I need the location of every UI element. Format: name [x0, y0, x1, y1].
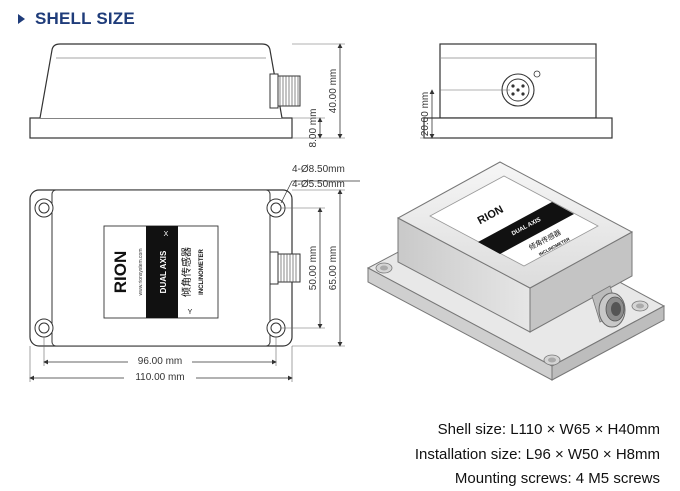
section-title: SHELL SIZE [35, 9, 135, 28]
top-view-connector [277, 253, 301, 283]
product-cn-text: 倾角传感器 [180, 247, 193, 297]
dim-hole-pitch-l: 96.00 mm [138, 356, 182, 367]
dim-length-total: 110.00 mm [135, 372, 184, 383]
side-view-base [29, 117, 293, 139]
website-text: www.rionsystem.com [138, 249, 144, 296]
side-view-body [39, 43, 283, 119]
end-view: 20.00 mm [420, 43, 613, 139]
dim-hole-pitch-h: 50.00 mm [308, 246, 319, 290]
axis-band [146, 226, 178, 318]
spec-installation-size: Installation size: L96 × W50 × H8mm [414, 446, 660, 463]
axis-x-label: X [164, 231, 169, 238]
section-header: SHELL SIZE [18, 9, 135, 29]
isometric-view: RION DUAL AXIS 倾角传感器 INCLINOMETER [366, 161, 666, 381]
axis-text: DUAL AXIS [159, 250, 168, 293]
brand-logo: RION [111, 251, 130, 294]
spec-mounting-screws: Mounting screws: 4 M5 screws [454, 470, 660, 487]
dim-hole-outer: 4-Ø8.50mm [292, 164, 345, 175]
end-view-base [423, 117, 613, 139]
mounting-holes [34, 198, 286, 338]
dim-end-height: 20.00 mm [420, 92, 431, 136]
dim-side-height-small: 8.00 mm [308, 109, 319, 148]
dim-width-total: 65.00 mm [328, 246, 339, 290]
triangle-bullet-icon [18, 14, 25, 24]
dim-hole-inner: 4-Ø5.50mm [292, 179, 345, 190]
top-view: RION www.rionsystem.com DUAL AXIS 倾角传感器 … [29, 164, 360, 383]
side-view: 8.00 mm 40.00 mm [29, 43, 345, 148]
dim-side-height-total: 40.00 mm [328, 69, 339, 113]
axis-y-label: Y [188, 309, 193, 316]
device-label: RION www.rionsystem.com DUAL AXIS 倾角传感器 … [103, 225, 219, 319]
product-en-text: INCLINOMETER [199, 249, 205, 295]
spec-shell-size: Shell size: L110 × W65 × H40mm [437, 421, 660, 438]
